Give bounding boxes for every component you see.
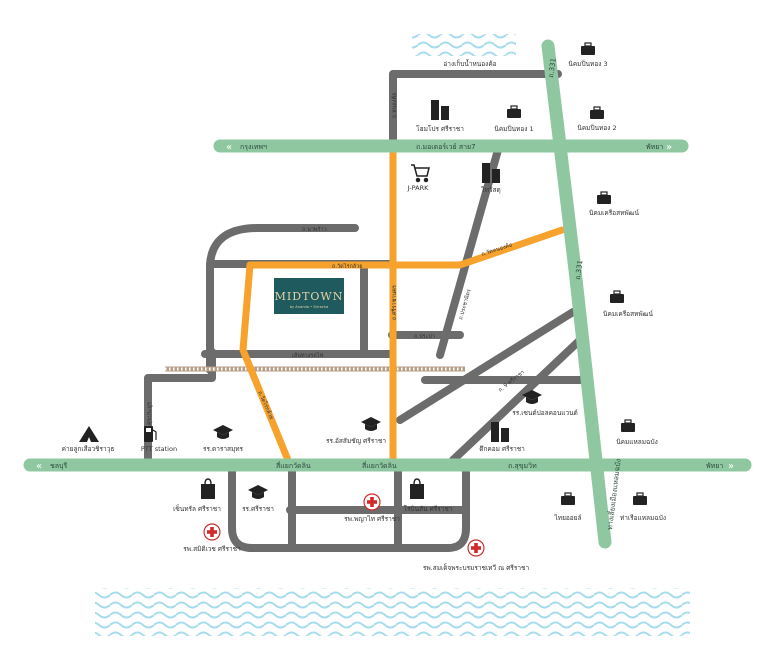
poi-label-hosp-phyathai: รพ.พญาไท ศรีราชา: [344, 515, 400, 523]
briefcase-icon: [590, 106, 604, 119]
poi-label-scout-camp: ค่ายลูกเสือวชิราวุธ: [62, 445, 115, 453]
poi-label-laem-chabang-port: ท่าเรือแหลมฉบัง: [620, 514, 666, 522]
hospital-icon: [467, 539, 485, 557]
highway-dest-top-left: กรุงเทพฯ: [240, 143, 267, 151]
junction-label-2: สี่แยกวัดลิน: [362, 461, 397, 470]
poi-label-laem-chabang-ie: นิคมแหลมฉบัง: [616, 438, 658, 446]
poi-label-homepro: โฮมโปร ศรีราชา: [416, 125, 464, 133]
reservoir-water: [412, 34, 516, 56]
highway-arrow-left-top: «: [226, 142, 232, 153]
project-midtown: MIDTOWN by Ananda • Sriracha: [274, 278, 344, 314]
poi-label-school-assumption: รร.อัสสัมชัญ ศรีราชา: [326, 437, 386, 445]
highway-dest-bottom-left: ชลบุรี: [50, 462, 67, 470]
shopping-bag-icon: [410, 478, 424, 499]
poi-label-school-sriracha: รร.ศรีราชา: [242, 505, 274, 513]
highways: [23, 39, 752, 549]
poi-label-sahapat-2: นิคมเครือสหพัฒน์: [603, 310, 653, 318]
road-label-sri-racha-local: ถ.วัดไร่กล้วย: [256, 390, 275, 421]
road-label-napraw: ถ.นาพร้าว: [302, 226, 327, 233]
poi-label-jpark: J-PARK: [407, 184, 429, 192]
highway-dest-bottom-right: พัทยา: [706, 462, 723, 470]
shopping-bag-icon: [201, 478, 215, 499]
poi-label-hosp-queen: รพ.สมเด็จพระบรมราชเทวี ณ ศรีราชา: [423, 563, 530, 572]
graduation-cap-icon: [361, 417, 381, 431]
junction-label-1: สี่แยกวัดลิน: [276, 461, 311, 470]
poi-label-robinson: โรบินสัน ศรีราชา: [404, 505, 453, 513]
poi-label-ie1: นิคมปิ่นทอง 1: [494, 124, 533, 133]
briefcase-icon: [507, 105, 521, 118]
highway-arrow-right-top: »: [666, 142, 672, 153]
road-label-prapa: ถ.ประปา: [414, 333, 435, 340]
road-label-wat-rai-kluai: ถ.วัดไร่กล้วย: [332, 263, 362, 270]
highway-vertical-mid-label: ถ.331: [574, 260, 584, 281]
graduation-cap-icon: [522, 390, 542, 404]
highway-arrow-right-bottom: »: [728, 461, 734, 472]
graduation-cap-icon: [213, 425, 233, 439]
poi-label-ie3: นิคมปิ่นทอง 3: [568, 59, 607, 68]
building-icon: [491, 422, 509, 442]
poi-label-thaiwatsadu: ไทวัสดุ: [480, 186, 500, 194]
highway-dest-top-right: พัทยา: [646, 143, 663, 151]
project-name: MIDTOWN: [275, 290, 344, 303]
sea-water: [95, 588, 690, 636]
project-tagline: by Ananda • Sriracha: [290, 305, 329, 309]
briefcase-icon: [621, 419, 635, 432]
poi-label-sahapat-1: นิคมเครือสหพัฒน์: [589, 209, 639, 217]
poi-label-hosp-samitivej: รพ.สมิติเวช ศรีราชา: [183, 545, 241, 553]
poi-label-ptt: PTT station: [141, 445, 177, 453]
briefcase-icon: [633, 492, 647, 505]
highway-name-top: ถ.มอเตอร์เวย์ สาย7: [416, 143, 476, 151]
local-roads: [144, 70, 584, 552]
road-label-nong-kho: ถ.หนองค้อ: [391, 93, 398, 118]
poi-label-ie2: นิคมปิ่นทอง 2: [577, 123, 616, 132]
cart-icon: [411, 164, 430, 183]
highway-vertical-top-label: ถ.331: [547, 58, 558, 79]
road-label-railway: เส้นทางรถไฟ: [292, 352, 323, 359]
poi-label-school-st-paul: รร.เซนต์ปอลคอนแวนต์: [512, 409, 578, 417]
road-label-sriracha-nakorn: ถ.ศรีราชานคร: [391, 285, 398, 320]
poi-label-reservoir: อ่างเก็บน้ำหนองค้อ: [443, 59, 496, 68]
poi-label-school-dara: รร.ดาราสมุทร: [203, 445, 244, 453]
project-box: [274, 278, 344, 314]
graduation-cap-icon: [248, 485, 268, 499]
highway-arrow-left-bottom: «: [36, 461, 42, 472]
primary-roads: [239, 146, 566, 472]
briefcase-icon: [610, 290, 624, 303]
highway-name-bottom: ถ.สุขุมวิท: [508, 462, 537, 470]
briefcase-icon: [581, 42, 595, 55]
briefcase-icon: [597, 191, 611, 204]
briefcase-icon: [561, 492, 575, 505]
poi-label-thai-oil: ไทยออยล์: [554, 514, 582, 522]
hospital-icon: [363, 493, 381, 511]
building-icon: [431, 100, 449, 120]
fuel-icon: [144, 426, 157, 442]
poi-label-central: เซ็นทรัล ศรีราชา: [173, 504, 221, 513]
hospital-icon: [203, 523, 221, 541]
road-label-sukprayoon: ถ.ศุขประยูร: [146, 402, 153, 430]
tent-icon: [79, 426, 99, 442]
building-icon: [482, 163, 500, 183]
poi-label-tuk-com: ตึกคอม ศรีราชา: [479, 445, 525, 453]
